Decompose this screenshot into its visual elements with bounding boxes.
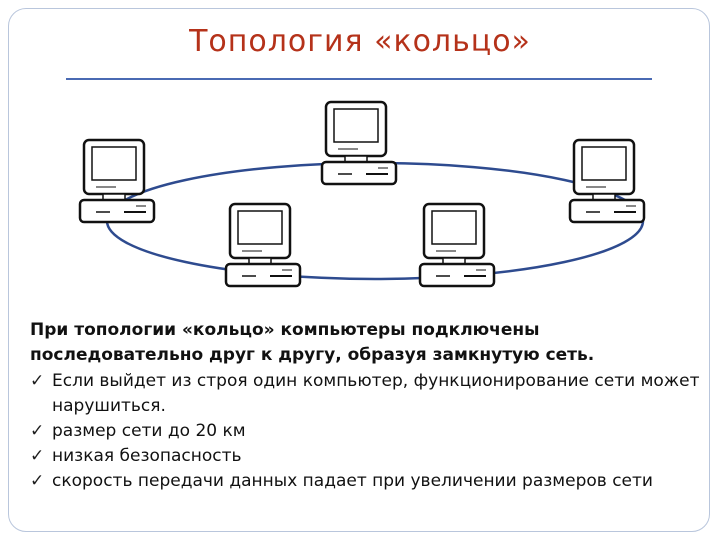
computer-bottom-right <box>418 202 496 288</box>
list-item: ✓ скорость передачи данных падает при ув… <box>30 469 710 494</box>
computer-top-center <box>320 100 398 186</box>
title-divider <box>66 78 652 80</box>
list-item: ✓ низкая безопасность <box>30 444 710 469</box>
list-item-text: размер сети до 20 км <box>52 421 246 441</box>
list-item: ✓ размер сети до 20 км <box>30 419 710 444</box>
check-icon: ✓ <box>30 421 45 441</box>
slide-frame <box>8 8 710 532</box>
list-item-text: скорость передачи данных падает при увел… <box>52 471 653 491</box>
list-item-text: Если выйдет из строя один компьютер, фун… <box>52 371 700 416</box>
check-icon: ✓ <box>30 371 45 391</box>
ring-topology-diagram <box>78 100 646 288</box>
description: При топологии «кольцо» компьютеры подклю… <box>30 318 710 494</box>
intro-text: При топологии «кольцо» компьютеры подклю… <box>30 320 595 365</box>
computer-left <box>78 138 156 224</box>
page-title: Топология «кольцо» <box>189 24 531 59</box>
computer-bottom-left <box>224 202 302 288</box>
feature-list: ✓ Если выйдет из строя один компьютер, ф… <box>30 369 710 494</box>
check-icon: ✓ <box>30 446 45 466</box>
computer-right <box>568 138 646 224</box>
list-item: ✓ Если выйдет из строя один компьютер, ф… <box>30 369 710 419</box>
check-icon: ✓ <box>30 471 45 491</box>
list-item-text: низкая безопасность <box>52 446 242 466</box>
